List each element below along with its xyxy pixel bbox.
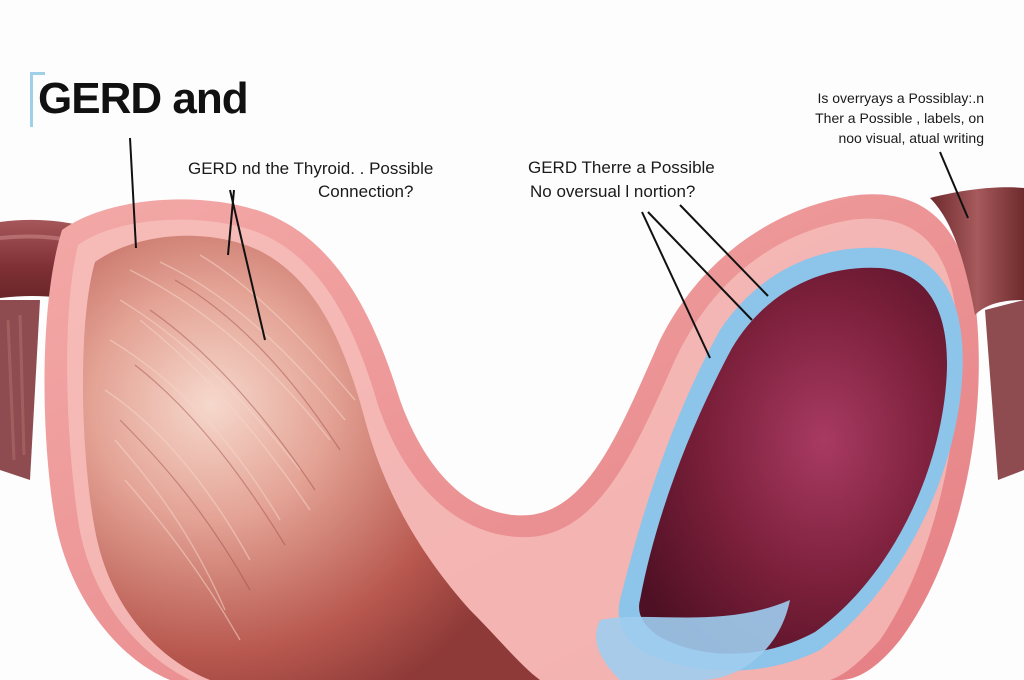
label-thyroid-line2: Connection? (318, 182, 414, 201)
label-thyroid-line1: GERD nd the Thyroid. . Possible (188, 159, 434, 178)
muscle-fibres (104, 254, 356, 641)
label-right-block: Is overryays a Possiblay:.n Ther a Possi… (815, 88, 984, 148)
page-title: GERD and (38, 74, 249, 123)
label-middle-line2: No oversual l nortion? (530, 182, 696, 201)
left-strands (0, 300, 40, 480)
leader-lines (129, 137, 969, 359)
right-esophagus-tube (930, 187, 1024, 315)
title-accent (30, 72, 45, 127)
label-right-line2: Ther a Possible , labels, on (815, 110, 984, 126)
stomach-lumen (639, 267, 948, 654)
label-middle-line1: GERD Therre a Possible (528, 158, 715, 177)
label-right-line3: noo visual, atual writing (838, 130, 984, 146)
label-right-line1: Is overryays a Possiblay:.n (817, 90, 984, 106)
stomach-muscle-lobe (82, 235, 540, 680)
right-strands (985, 300, 1024, 480)
fluid-pool (596, 600, 790, 680)
